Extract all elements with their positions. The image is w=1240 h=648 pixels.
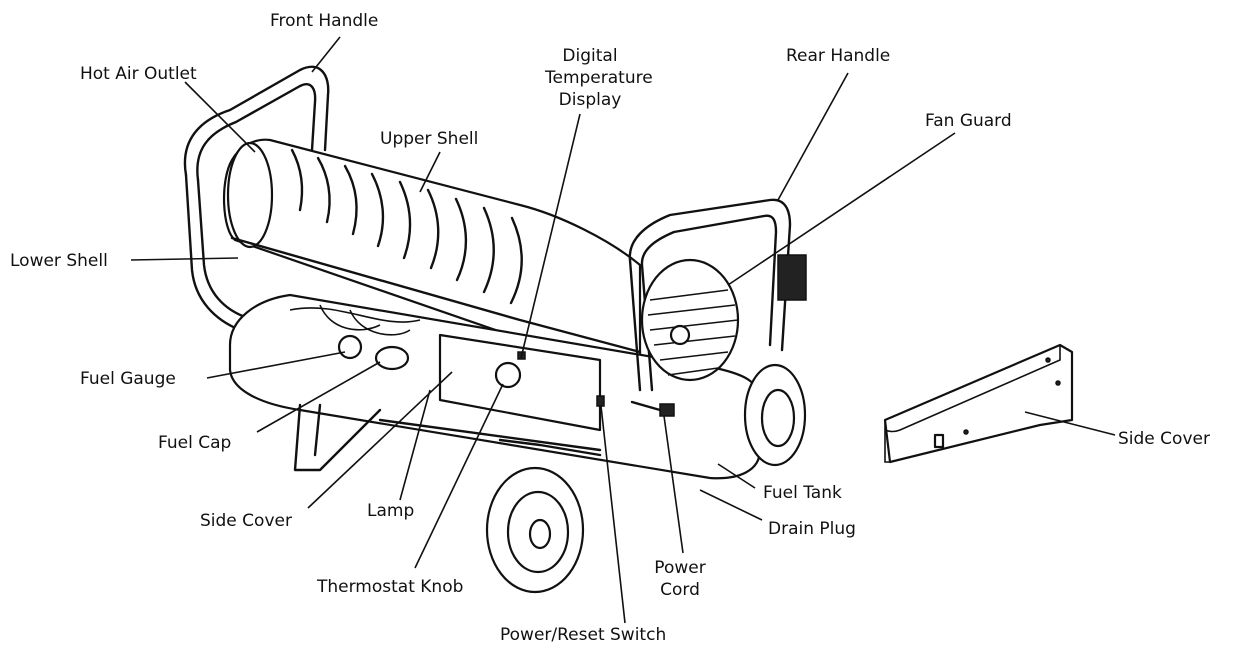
fuel-cap-shape [374, 345, 410, 371]
label-hot-air-outlet: Hot Air Outlet [80, 64, 197, 84]
power-cord-shape [630, 400, 662, 412]
side-cover-right-shape [883, 343, 1074, 464]
label-fuel-gauge: Fuel Gauge [80, 369, 176, 389]
label-upper-shell: Upper Shell [380, 129, 479, 149]
rear-handle-shape [628, 198, 792, 392]
label-power-reset-switch: Power/Reset Switch [500, 625, 667, 645]
label-front-handle: Front Handle [270, 11, 379, 31]
label-power-cord: Power Cord [645, 557, 715, 601]
label-drain-plug: Drain Plug [768, 519, 856, 539]
label-digital-line1: Digital [562, 46, 618, 66]
thermostat-knob-shape [494, 361, 522, 389]
label-side-cover-right: Side Cover [1118, 429, 1210, 449]
fuel-gauge-shape [337, 334, 363, 360]
label-digital-line3: Display [558, 90, 622, 110]
label-lower-shell: Lower Shell [10, 251, 108, 271]
front-handle-shape [183, 65, 330, 177]
label-lamp: Lamp [367, 501, 415, 521]
lower-shell-shape [230, 236, 642, 354]
label-fan-guard: Fan Guard [925, 111, 1012, 131]
label-fuel-tank: Fuel Tank [763, 483, 842, 503]
label-power-cord-line2: Cord [660, 580, 700, 600]
switch-shape [596, 395, 605, 407]
fan-guard-shape [640, 258, 740, 382]
label-power-cord-line1: Power [654, 558, 706, 578]
control-panel-shape [438, 333, 602, 432]
hot-air-outlet-shape [226, 141, 274, 249]
label-fuel-cap: Fuel Cap [158, 433, 232, 453]
label-digital-temperature-display: Digital Temperature Display [545, 45, 653, 111]
label-rear-handle: Rear Handle [786, 46, 891, 66]
label-digital-line2: Temperature [545, 68, 653, 88]
label-side-cover-left: Side Cover [200, 511, 292, 531]
label-thermostat-knob: Thermostat Knob [317, 577, 464, 597]
rear-bracket-shape [777, 254, 807, 301]
